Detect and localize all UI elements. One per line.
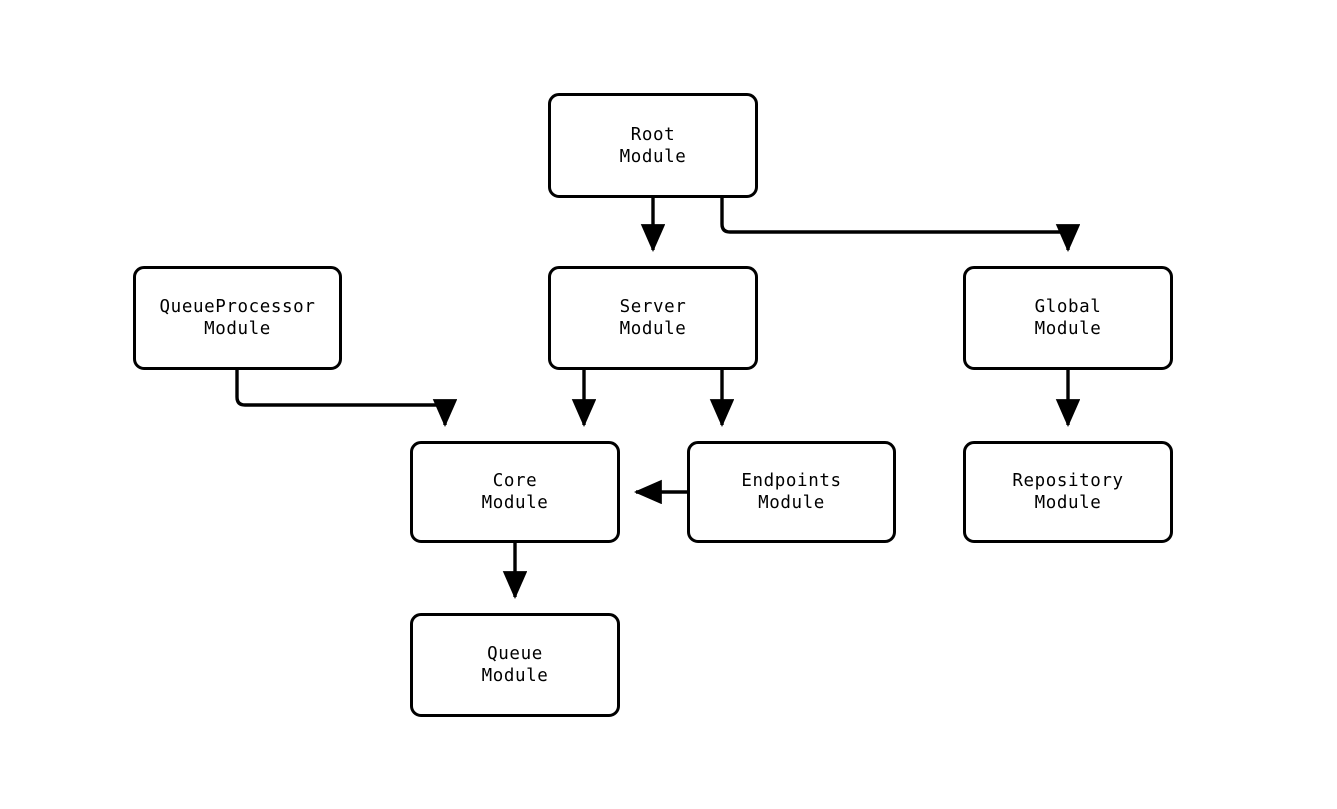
- node-global-module-line1: Global: [1034, 297, 1102, 317]
- node-root-module-line1: Root: [630, 124, 676, 145]
- node-queueprocessor-module[interactable]: QueueProcessor Module: [133, 266, 342, 370]
- node-queue-module[interactable]: Queue Module: [410, 613, 620, 717]
- node-endpoints-module[interactable]: Endpoints Module: [687, 441, 896, 543]
- edge-root-to-global: [720, 198, 1081, 253]
- node-queueprocessor-module-line1: QueueProcessor: [159, 297, 316, 317]
- node-core-module-line1: Core: [492, 471, 538, 491]
- node-endpoints-module-line2: Module: [758, 493, 825, 513]
- edge-queueprocessor-to-core: [235, 370, 458, 428]
- node-repository-module-line2: Module: [1034, 493, 1102, 513]
- node-global-module-line2: Module: [1034, 319, 1102, 339]
- node-server-module[interactable]: Server Module: [548, 266, 758, 370]
- node-root-module-line2: Module: [619, 146, 687, 167]
- node-root-module[interactable]: Root Module: [548, 93, 758, 198]
- node-queue-module-line2: Module: [481, 666, 549, 686]
- node-core-module-line2: Module: [481, 493, 549, 513]
- node-repository-module[interactable]: Repository Module: [963, 441, 1173, 543]
- node-global-module[interactable]: Global Module: [963, 266, 1173, 370]
- node-server-module-line1: Server: [619, 297, 687, 317]
- node-core-module[interactable]: Core Module: [410, 441, 620, 543]
- node-queueprocessor-module-line2: Module: [204, 319, 271, 339]
- node-server-module-line2: Module: [619, 319, 687, 339]
- node-queue-module-line1: Queue: [487, 644, 543, 664]
- node-repository-module-line1: Repository: [1012, 471, 1124, 491]
- node-endpoints-module-line1: Endpoints: [741, 471, 842, 491]
